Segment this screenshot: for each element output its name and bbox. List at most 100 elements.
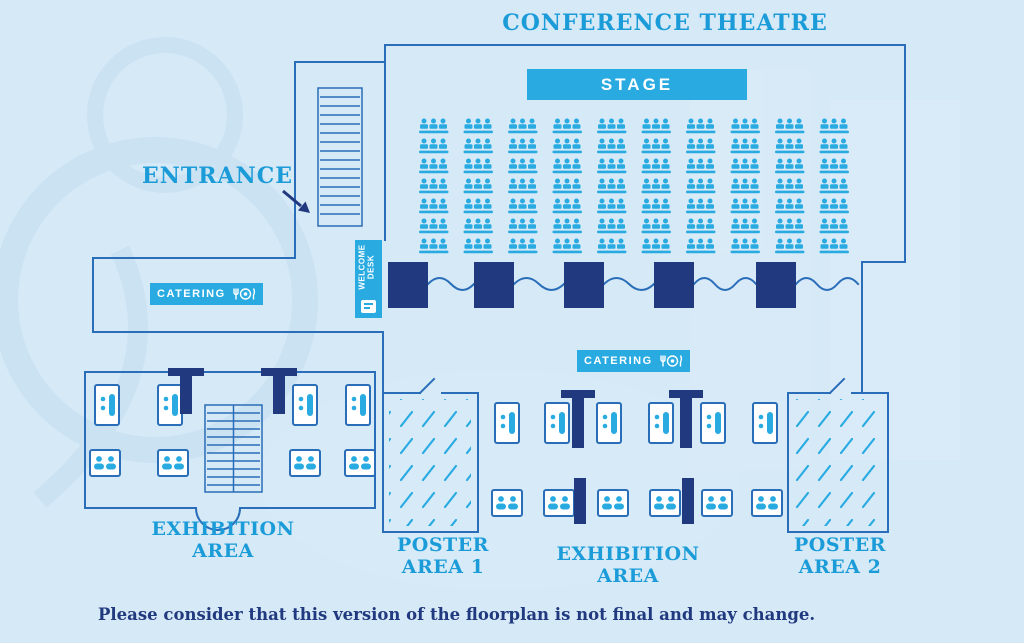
entrance-stairs-icon <box>317 87 363 227</box>
seat-group <box>419 198 449 214</box>
seat-group <box>730 158 760 174</box>
theatre-doors <box>388 262 796 308</box>
seat-group <box>508 198 538 214</box>
seat-group <box>686 118 716 134</box>
booth-icon <box>157 384 183 426</box>
seat-group <box>641 218 671 234</box>
seat-group <box>819 118 849 134</box>
seat-group <box>686 218 716 234</box>
poster-area-1-label: POSTER AREA 1 <box>397 534 489 579</box>
partition-wave <box>602 277 656 291</box>
seat-group <box>775 158 805 174</box>
theatre-seating-grid <box>419 118 849 254</box>
poster-hatch-areas <box>389 399 882 526</box>
booth-icon <box>544 402 570 444</box>
door <box>564 262 604 308</box>
seat-group <box>730 218 760 234</box>
seat-group <box>641 198 671 214</box>
seat-group <box>597 118 627 134</box>
meeting-booth-icon <box>89 449 121 477</box>
seat-group <box>463 138 493 154</box>
exhibition-area-left-label: EXHIBITION AREA <box>151 518 295 563</box>
booth-icon <box>94 384 120 426</box>
seat-group <box>775 178 805 194</box>
booth-icon <box>700 402 726 444</box>
pillar-icon <box>261 368 297 414</box>
seat-group <box>463 178 493 194</box>
seat-group <box>508 158 538 174</box>
seat-group <box>463 118 493 134</box>
meeting-booth-icon <box>597 489 629 517</box>
seat-group <box>552 198 582 214</box>
seat-group <box>819 138 849 154</box>
seat-group <box>819 198 849 214</box>
seat-group <box>730 138 760 154</box>
fork-and-plate-icon <box>659 355 682 367</box>
stage-banner: STAGE <box>527 69 747 100</box>
seat-group <box>730 118 760 134</box>
seat-group <box>552 138 582 154</box>
seat-group <box>552 238 582 254</box>
seat-group <box>463 158 493 174</box>
disclaimer-note: Please consider that this version of the… <box>98 605 816 624</box>
partition-wave <box>692 277 758 291</box>
meeting-booth-icon <box>649 489 681 517</box>
meeting-booth-icon <box>751 489 783 517</box>
seat-group <box>597 238 627 254</box>
booth-icon <box>292 384 318 426</box>
seat-group <box>419 238 449 254</box>
seat-group <box>419 218 449 234</box>
seat-group <box>686 158 716 174</box>
seat-group <box>775 118 805 134</box>
seat-group <box>597 158 627 174</box>
entrance-arrow-icon <box>282 189 310 213</box>
seat-group <box>508 238 538 254</box>
seat-group <box>819 158 849 174</box>
page-title: CONFERENCE THEATRE <box>502 10 828 36</box>
seat-group <box>508 218 538 234</box>
seat-group <box>463 238 493 254</box>
fork-and-plate-icon <box>232 288 255 300</box>
folding-partition-walls <box>426 277 860 291</box>
seat-group <box>597 198 627 214</box>
seat-group <box>597 178 627 194</box>
door <box>654 262 694 308</box>
seat-group <box>552 218 582 234</box>
pillar-icon <box>682 478 694 524</box>
seat-group <box>686 198 716 214</box>
seat-group <box>730 238 760 254</box>
door <box>474 262 514 308</box>
partition-wave <box>512 277 566 291</box>
walls-outline <box>84 44 906 533</box>
booth-icon <box>752 402 778 444</box>
welcome-desk-label: WELCOME DESK <box>357 244 376 290</box>
booth-icon <box>648 402 674 444</box>
seat-group <box>775 198 805 214</box>
meeting-booth-icon <box>157 449 189 477</box>
catering-badge-top: CATERING <box>150 283 263 305</box>
seat-group <box>686 238 716 254</box>
seat-group <box>775 238 805 254</box>
exhibition-area-center-label: EXHIBITION AREA <box>556 543 700 588</box>
entrance-label: ENTRANCE <box>142 163 293 189</box>
seat-group <box>508 118 538 134</box>
booth-icon <box>494 402 520 444</box>
door <box>388 262 428 308</box>
welcome-desk-icon <box>361 300 376 313</box>
seat-group <box>686 138 716 154</box>
seat-group <box>819 178 849 194</box>
seat-group <box>686 178 716 194</box>
seat-group <box>419 138 449 154</box>
seat-group <box>730 198 760 214</box>
meeting-booth-icon <box>543 489 575 517</box>
seat-group <box>552 178 582 194</box>
seat-group <box>552 118 582 134</box>
pillar-icon <box>574 478 586 524</box>
exhibitor-booths <box>89 384 783 517</box>
seat-group <box>508 178 538 194</box>
meeting-booth-icon <box>701 489 733 517</box>
door <box>756 262 796 308</box>
meeting-booth-icon <box>289 449 321 477</box>
